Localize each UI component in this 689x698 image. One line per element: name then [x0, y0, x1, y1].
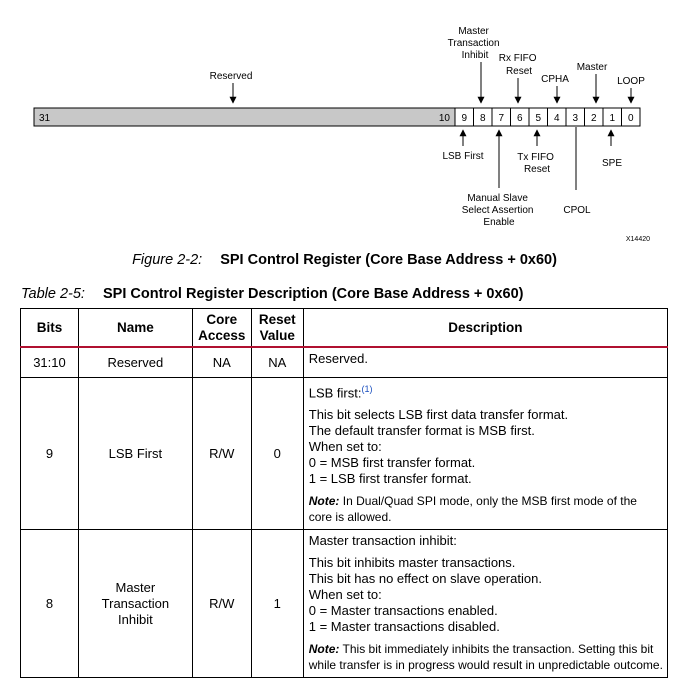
bit-10-label: 10	[439, 113, 451, 124]
lsb-first-label: LSB First	[442, 151, 483, 162]
note-label: Note:	[308, 494, 340, 509]
manual-slave-label: Manual Slave Select Assertion Enable	[462, 193, 537, 228]
bit-number: 7	[498, 113, 504, 124]
desc-title: LSB first:	[308, 385, 362, 401]
rx-fifo-reset-label: Rx FIFO Reset	[499, 53, 540, 77]
desc-line: 1 = Master transactions disabled.	[308, 619, 500, 635]
bit-number: 0	[628, 113, 634, 124]
spe-label: SPE	[602, 158, 622, 169]
figure-caption-title: SPI Control Register (Core Base Address …	[220, 252, 557, 268]
header-name: Name	[77, 308, 193, 348]
bit-number: 6	[517, 113, 523, 124]
desc-line: 0 = MSB first transfer format.	[308, 455, 476, 471]
desc-title: Master transaction inhibit:	[308, 533, 457, 549]
header-bits: Bits	[20, 308, 79, 348]
cell-access: NA	[191, 346, 252, 378]
figure-caption: Figure 2-2: SPI Control Register (Core B…	[0, 252, 689, 268]
cell-access: R/W	[191, 529, 252, 679]
cell-name: LSB First	[77, 376, 193, 531]
table-row: 9 LSB First R/W 0 LSB first:(1) This bit…	[20, 376, 669, 531]
cell-bits: 31:10	[20, 346, 79, 378]
cell-name-line2: Transaction	[101, 595, 170, 611]
bit-number: 2	[591, 113, 597, 124]
table-row: 8 Master Transaction Inhibit R/W 1 Maste…	[20, 529, 669, 679]
bit-number: 1	[609, 113, 615, 124]
cell-description: Reserved.	[302, 346, 669, 378]
desc-line: The default transfer format is MSB first…	[308, 423, 535, 439]
bit-number: 5	[535, 113, 541, 124]
bit-number: 9	[461, 113, 467, 124]
loop-label: LOOP	[617, 76, 645, 87]
header-core-access: Core Access	[191, 308, 252, 348]
note-text: In Dual/Quad SPI mode, only the MSB firs…	[308, 494, 637, 525]
bit-31-label: 31	[39, 113, 51, 124]
cell-description: Master transaction inhibit: This bit inh…	[302, 529, 669, 679]
bit-cells: 9 8 7 6 5 4 3 2 1 0	[454, 107, 641, 127]
cell-reset: 0	[250, 376, 304, 531]
cell-name-line3: Inhibit	[118, 611, 153, 627]
cell-description: LSB first:(1) This bit selects LSB first…	[302, 376, 669, 531]
desc-note: Note: In Dual/Quad SPI mode, only the MS…	[309, 493, 663, 525]
figure-caption-label: Figure 2-2:	[132, 252, 203, 268]
table-header-row: Bits Name Core Access Reset Value Descri…	[20, 308, 669, 348]
header-core-access-line1: Core	[206, 311, 238, 327]
reserved-label: Reserved	[210, 71, 253, 82]
cell-reset: 1	[250, 529, 304, 679]
cpol-label: CPOL	[563, 205, 591, 216]
cell-bits: 8	[20, 529, 79, 679]
cell-name: Reserved	[77, 346, 193, 378]
footnote-link[interactable]: (1)	[361, 384, 373, 394]
header-reset-value-line1: Reset	[258, 311, 296, 327]
desc-line: When set to:	[308, 587, 382, 603]
desc-line: This bit has no effect on slave operatio…	[308, 571, 542, 587]
figure-id: X14420	[626, 236, 650, 243]
header-reset-value: Reset Value	[250, 308, 304, 348]
header-reset-value-line2: Value	[259, 327, 295, 343]
master-label: Master	[577, 62, 608, 73]
header-core-access-line2: Access	[198, 327, 246, 343]
cell-bits: 9	[20, 376, 79, 531]
tx-fifo-reset-label: Tx FIFO Reset	[517, 152, 556, 175]
bit-number: 8	[480, 113, 486, 124]
header-description: Description	[302, 308, 669, 348]
master-transaction-inhibit-label: Master Transaction Inhibit	[448, 26, 503, 61]
note-text: This bit immediately inhibits the transa…	[308, 642, 663, 673]
note-label: Note:	[308, 642, 340, 657]
cell-name-line1: Master	[115, 579, 156, 595]
table-row: 31:10 Reserved NA NA Reserved.	[20, 346, 669, 378]
desc-line: This bit inhibits master transactions.	[308, 555, 516, 571]
desc-line: This bit selects LSB first data transfer…	[308, 407, 569, 423]
desc-line: 1 = LSB first transfer format.	[308, 471, 472, 487]
desc-line: 0 = Master transactions enabled.	[308, 603, 498, 619]
cell-name: Master Transaction Inhibit	[77, 529, 193, 679]
reserved-field	[33, 107, 456, 127]
bit-number: 4	[554, 113, 560, 124]
table-caption-label: Table 2-5:	[21, 286, 85, 302]
bit-cell	[621, 107, 641, 127]
desc-note: Note: This bit immediately inhibits the …	[309, 641, 663, 673]
cell-access: R/W	[191, 376, 252, 531]
table-caption: Table 2-5: SPI Control Register Descript…	[21, 286, 524, 302]
bit-number: 3	[572, 113, 578, 124]
cpha-label: CPHA	[541, 74, 569, 85]
desc-line: When set to:	[308, 439, 382, 455]
register-description-table: Bits Name Core Access Reset Value Descri…	[20, 308, 669, 679]
cell-reset: NA	[250, 346, 304, 378]
table-caption-title: SPI Control Register Description (Core B…	[103, 286, 524, 302]
